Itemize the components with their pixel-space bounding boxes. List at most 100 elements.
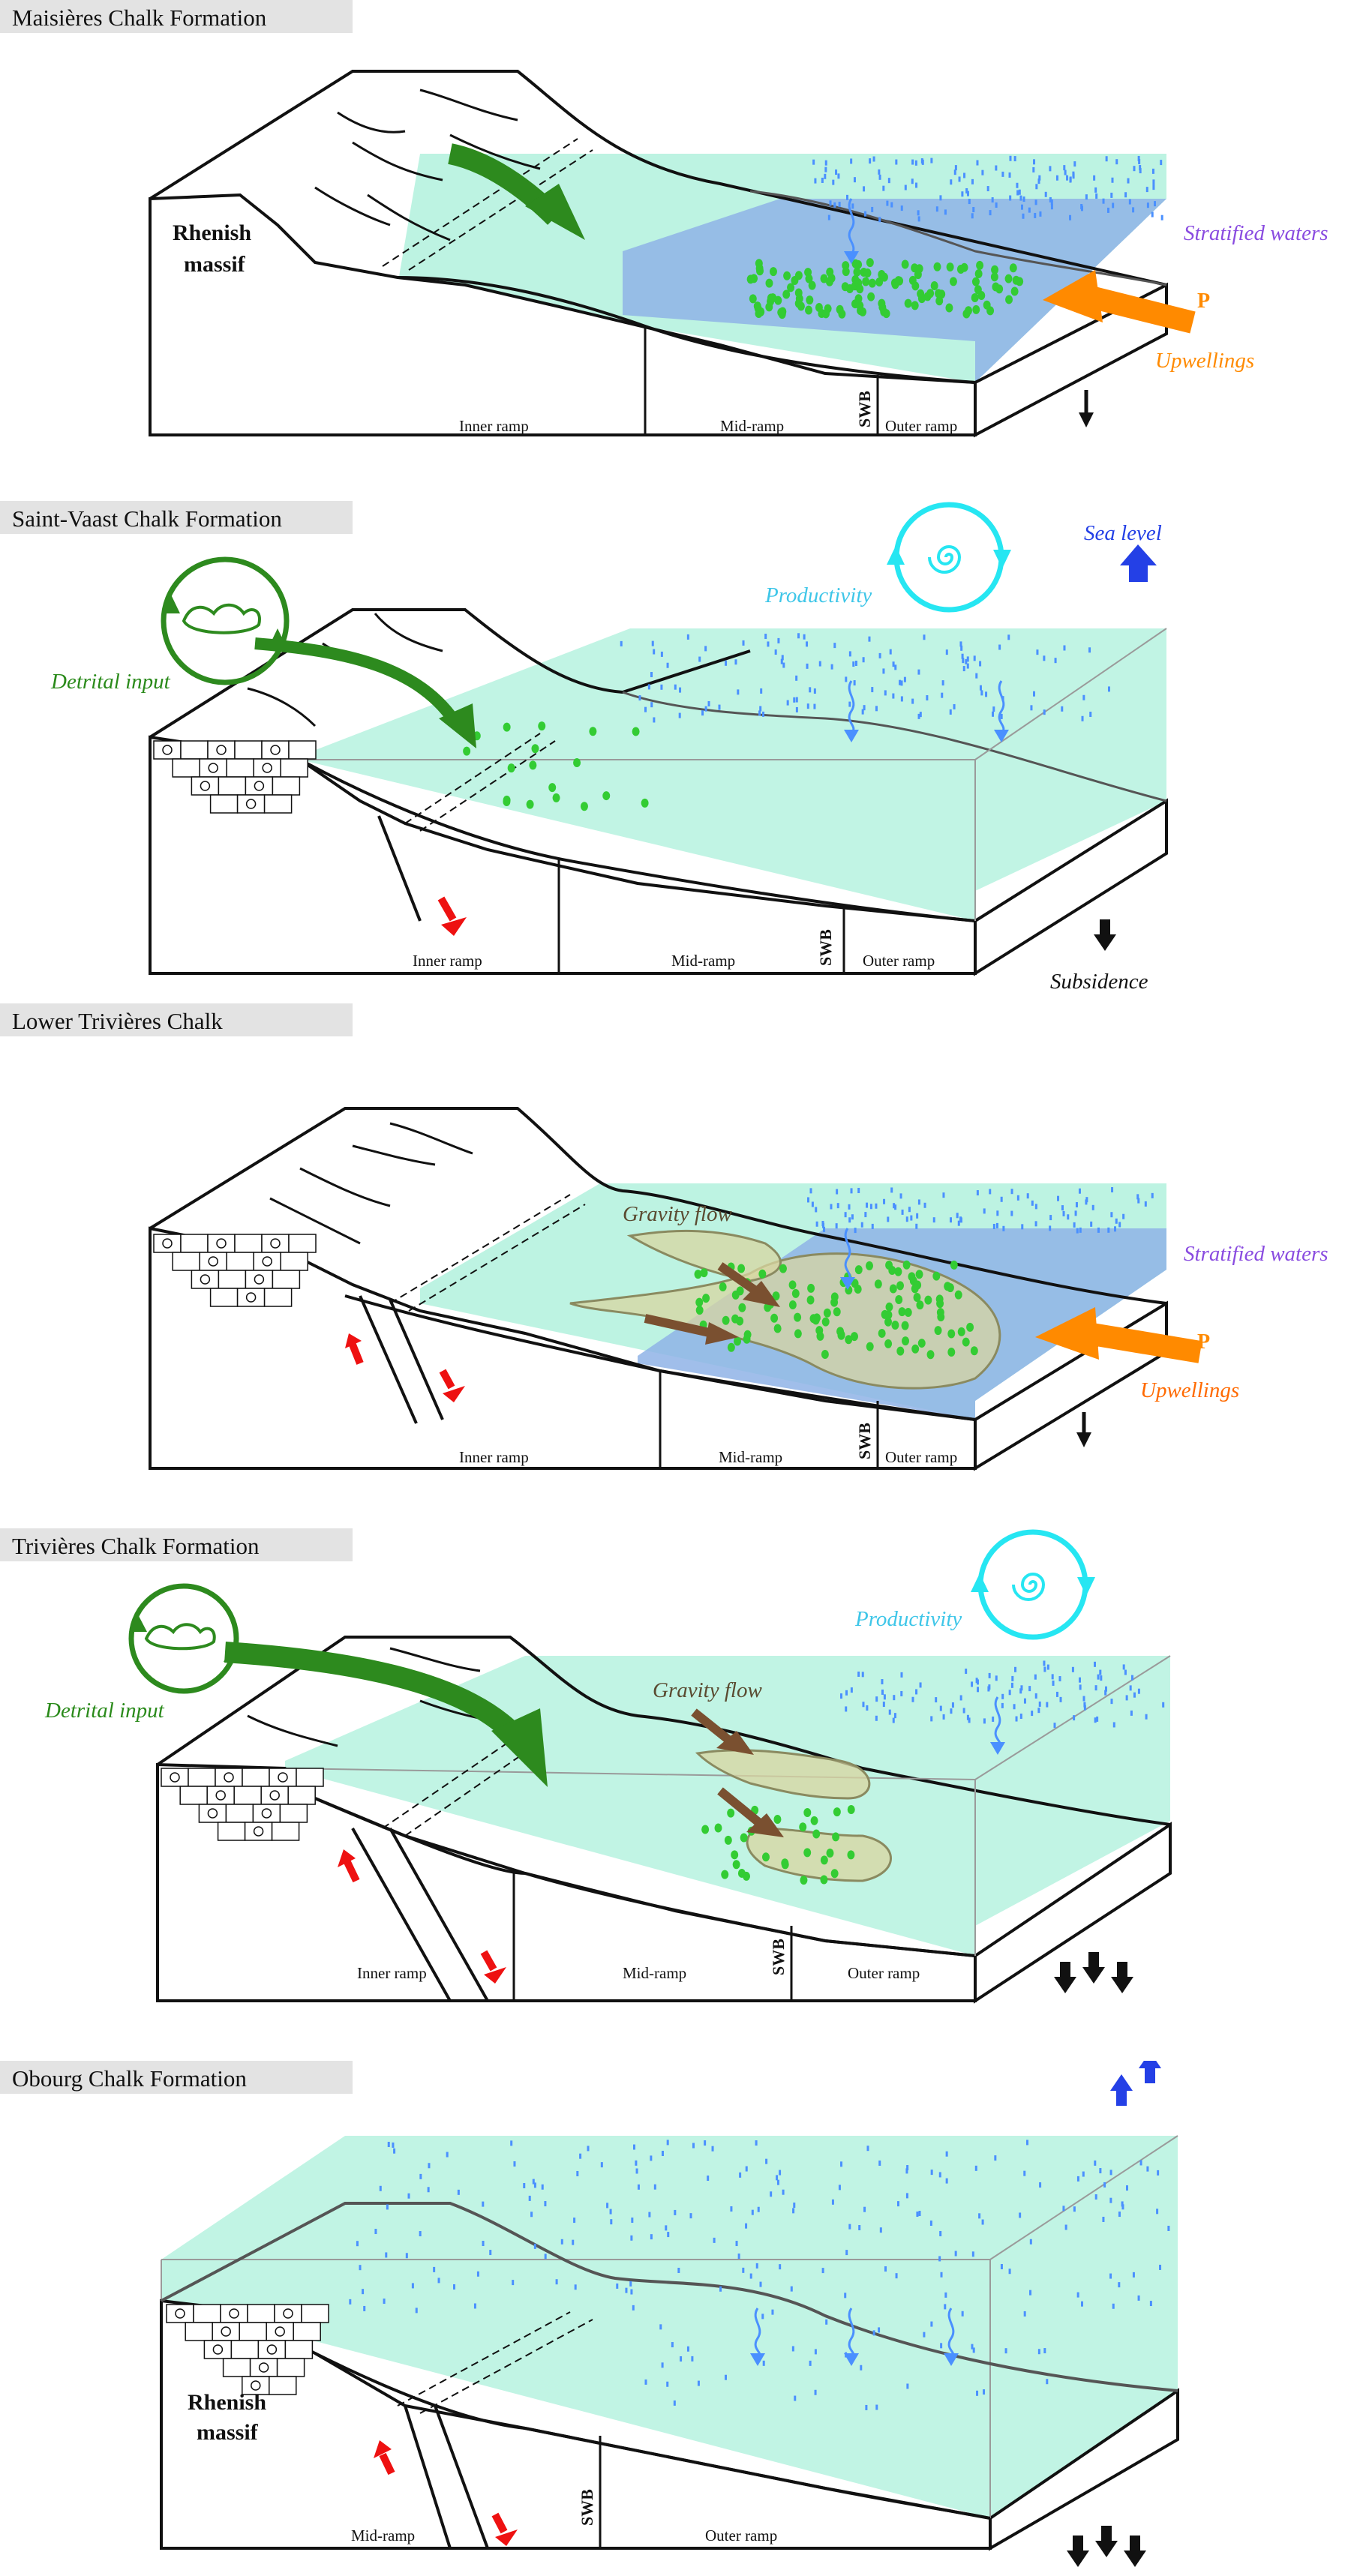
- plankton-dot: [667, 2232, 670, 2238]
- plankton-dot: [730, 2206, 733, 2212]
- plankton-dot: [1151, 1192, 1154, 1198]
- plankton-dot: [1000, 713, 1003, 719]
- organic-particle: [749, 294, 757, 304]
- plankton-dot: [719, 2286, 722, 2292]
- plankton-dot: [574, 2284, 577, 2290]
- plankton-dot: [1130, 1675, 1133, 1681]
- plankton-dot: [1094, 2194, 1097, 2200]
- plankton-dot: [878, 217, 881, 223]
- organic-particle: [908, 275, 917, 285]
- chalk-brick: [245, 1270, 274, 1289]
- organic-particle: [915, 264, 923, 274]
- block-side: [974, 282, 1168, 438]
- organic-particle: [957, 1327, 965, 1336]
- chalk-brick: [242, 2376, 270, 2395]
- plankton-dot: [940, 2343, 943, 2349]
- organic-particle: [850, 1332, 858, 1342]
- plankton-dot: [965, 658, 968, 664]
- plankton-dot: [411, 2283, 414, 2289]
- plankton-dot: [815, 1207, 818, 1213]
- plankton-dot: [1073, 1715, 1076, 1721]
- plankton-dot: [1079, 1227, 1082, 1233]
- organic-particle: [972, 304, 980, 314]
- detrital-label: Detrital input: [44, 1699, 165, 1723]
- organic-particle: [889, 1284, 897, 1294]
- plankton-dot: [674, 684, 677, 690]
- plankton-dot: [833, 202, 836, 208]
- plankton-dot: [860, 1222, 863, 1228]
- chalk-brick: [245, 776, 274, 796]
- organic-particle: [881, 1309, 889, 1319]
- organic-particle: [971, 293, 979, 303]
- plankton-dot: [889, 649, 892, 655]
- subsidence-arrow-icon: [1111, 1962, 1133, 1993]
- plankton-dot: [1137, 155, 1140, 161]
- organic-particle: [962, 309, 971, 319]
- organic-particle: [803, 1807, 812, 1817]
- plankton-dot: [679, 687, 682, 693]
- sea-level-arrow-icon: [1110, 2074, 1133, 2106]
- plankton-dot: [848, 701, 851, 707]
- plankton-dot: [735, 2241, 738, 2247]
- subsidence-arrows: [1054, 1952, 1133, 1993]
- plankton-dot: [755, 2263, 758, 2269]
- green-dots: [746, 258, 1024, 319]
- organic-particle: [641, 798, 649, 808]
- plankton-dot: [961, 191, 964, 197]
- plankton-dot: [818, 661, 821, 667]
- organic-particle: [769, 267, 777, 277]
- organic-particle: [823, 1308, 831, 1318]
- chalk-brick: [225, 1804, 254, 1823]
- plankton-dot: [848, 2224, 851, 2230]
- plankton-dot: [673, 2400, 676, 2406]
- plankton-dot: [644, 2379, 647, 2385]
- plankton-dot: [807, 1197, 809, 1203]
- dashed-line: [408, 1204, 586, 1312]
- organic-particle: [825, 277, 833, 286]
- organic-particle: [702, 1294, 710, 1303]
- organic-particle: [913, 1292, 921, 1302]
- plankton-dot: [871, 1223, 874, 1229]
- plankton-dot: [1039, 211, 1042, 217]
- plankton-dot: [1128, 199, 1131, 205]
- organic-particle: [746, 274, 755, 284]
- plankton-dot: [944, 2292, 947, 2298]
- plankton-dot: [428, 2163, 431, 2169]
- plankton-dot: [956, 1213, 959, 1219]
- plankton-dot: [882, 1702, 885, 1708]
- organic-particle: [863, 268, 872, 278]
- plankton-dot: [1112, 202, 1115, 208]
- plankton-dot: [814, 2389, 817, 2395]
- plankton-dot: [1099, 2168, 1102, 2174]
- plankton-dot: [875, 706, 878, 712]
- organic-particle: [779, 1264, 787, 1273]
- plankton-dot: [900, 1672, 903, 1678]
- plankton-dot: [1110, 1699, 1113, 1705]
- sea-level-arrows: [1110, 2061, 1161, 2106]
- organic-particle: [783, 271, 791, 280]
- plankton-dot: [1029, 2239, 1032, 2245]
- chalk-fossil-icon: [258, 2362, 269, 2373]
- plankton-dot: [960, 645, 963, 651]
- chalk-brick: [253, 758, 281, 778]
- plankton-dot: [962, 1708, 965, 1714]
- plankton-dot: [1133, 166, 1136, 172]
- swb-label: SWB: [769, 1939, 788, 1975]
- seafloor-line: [314, 1797, 976, 1957]
- dashed-line: [404, 1741, 541, 1837]
- plankton-dot: [845, 2250, 848, 2256]
- plankton-dot: [609, 2209, 612, 2215]
- gravity-arrow: [644, 1314, 714, 1338]
- plankton-dot: [951, 1702, 954, 1708]
- organic-particle: [788, 1300, 797, 1309]
- organic-particle: [991, 265, 999, 274]
- plankton-dot: [950, 1708, 953, 1714]
- organic-particle: [731, 1850, 739, 1860]
- subsidence-arrow-icon: [1095, 2526, 1118, 2557]
- plankton-dot: [691, 2356, 694, 2362]
- plankton-dot: [1010, 1682, 1013, 1688]
- plankton-dot: [942, 1714, 945, 1720]
- organic-particle: [833, 1807, 841, 1817]
- plankton-dot: [953, 169, 956, 175]
- plankton-dot: [1122, 1664, 1125, 1670]
